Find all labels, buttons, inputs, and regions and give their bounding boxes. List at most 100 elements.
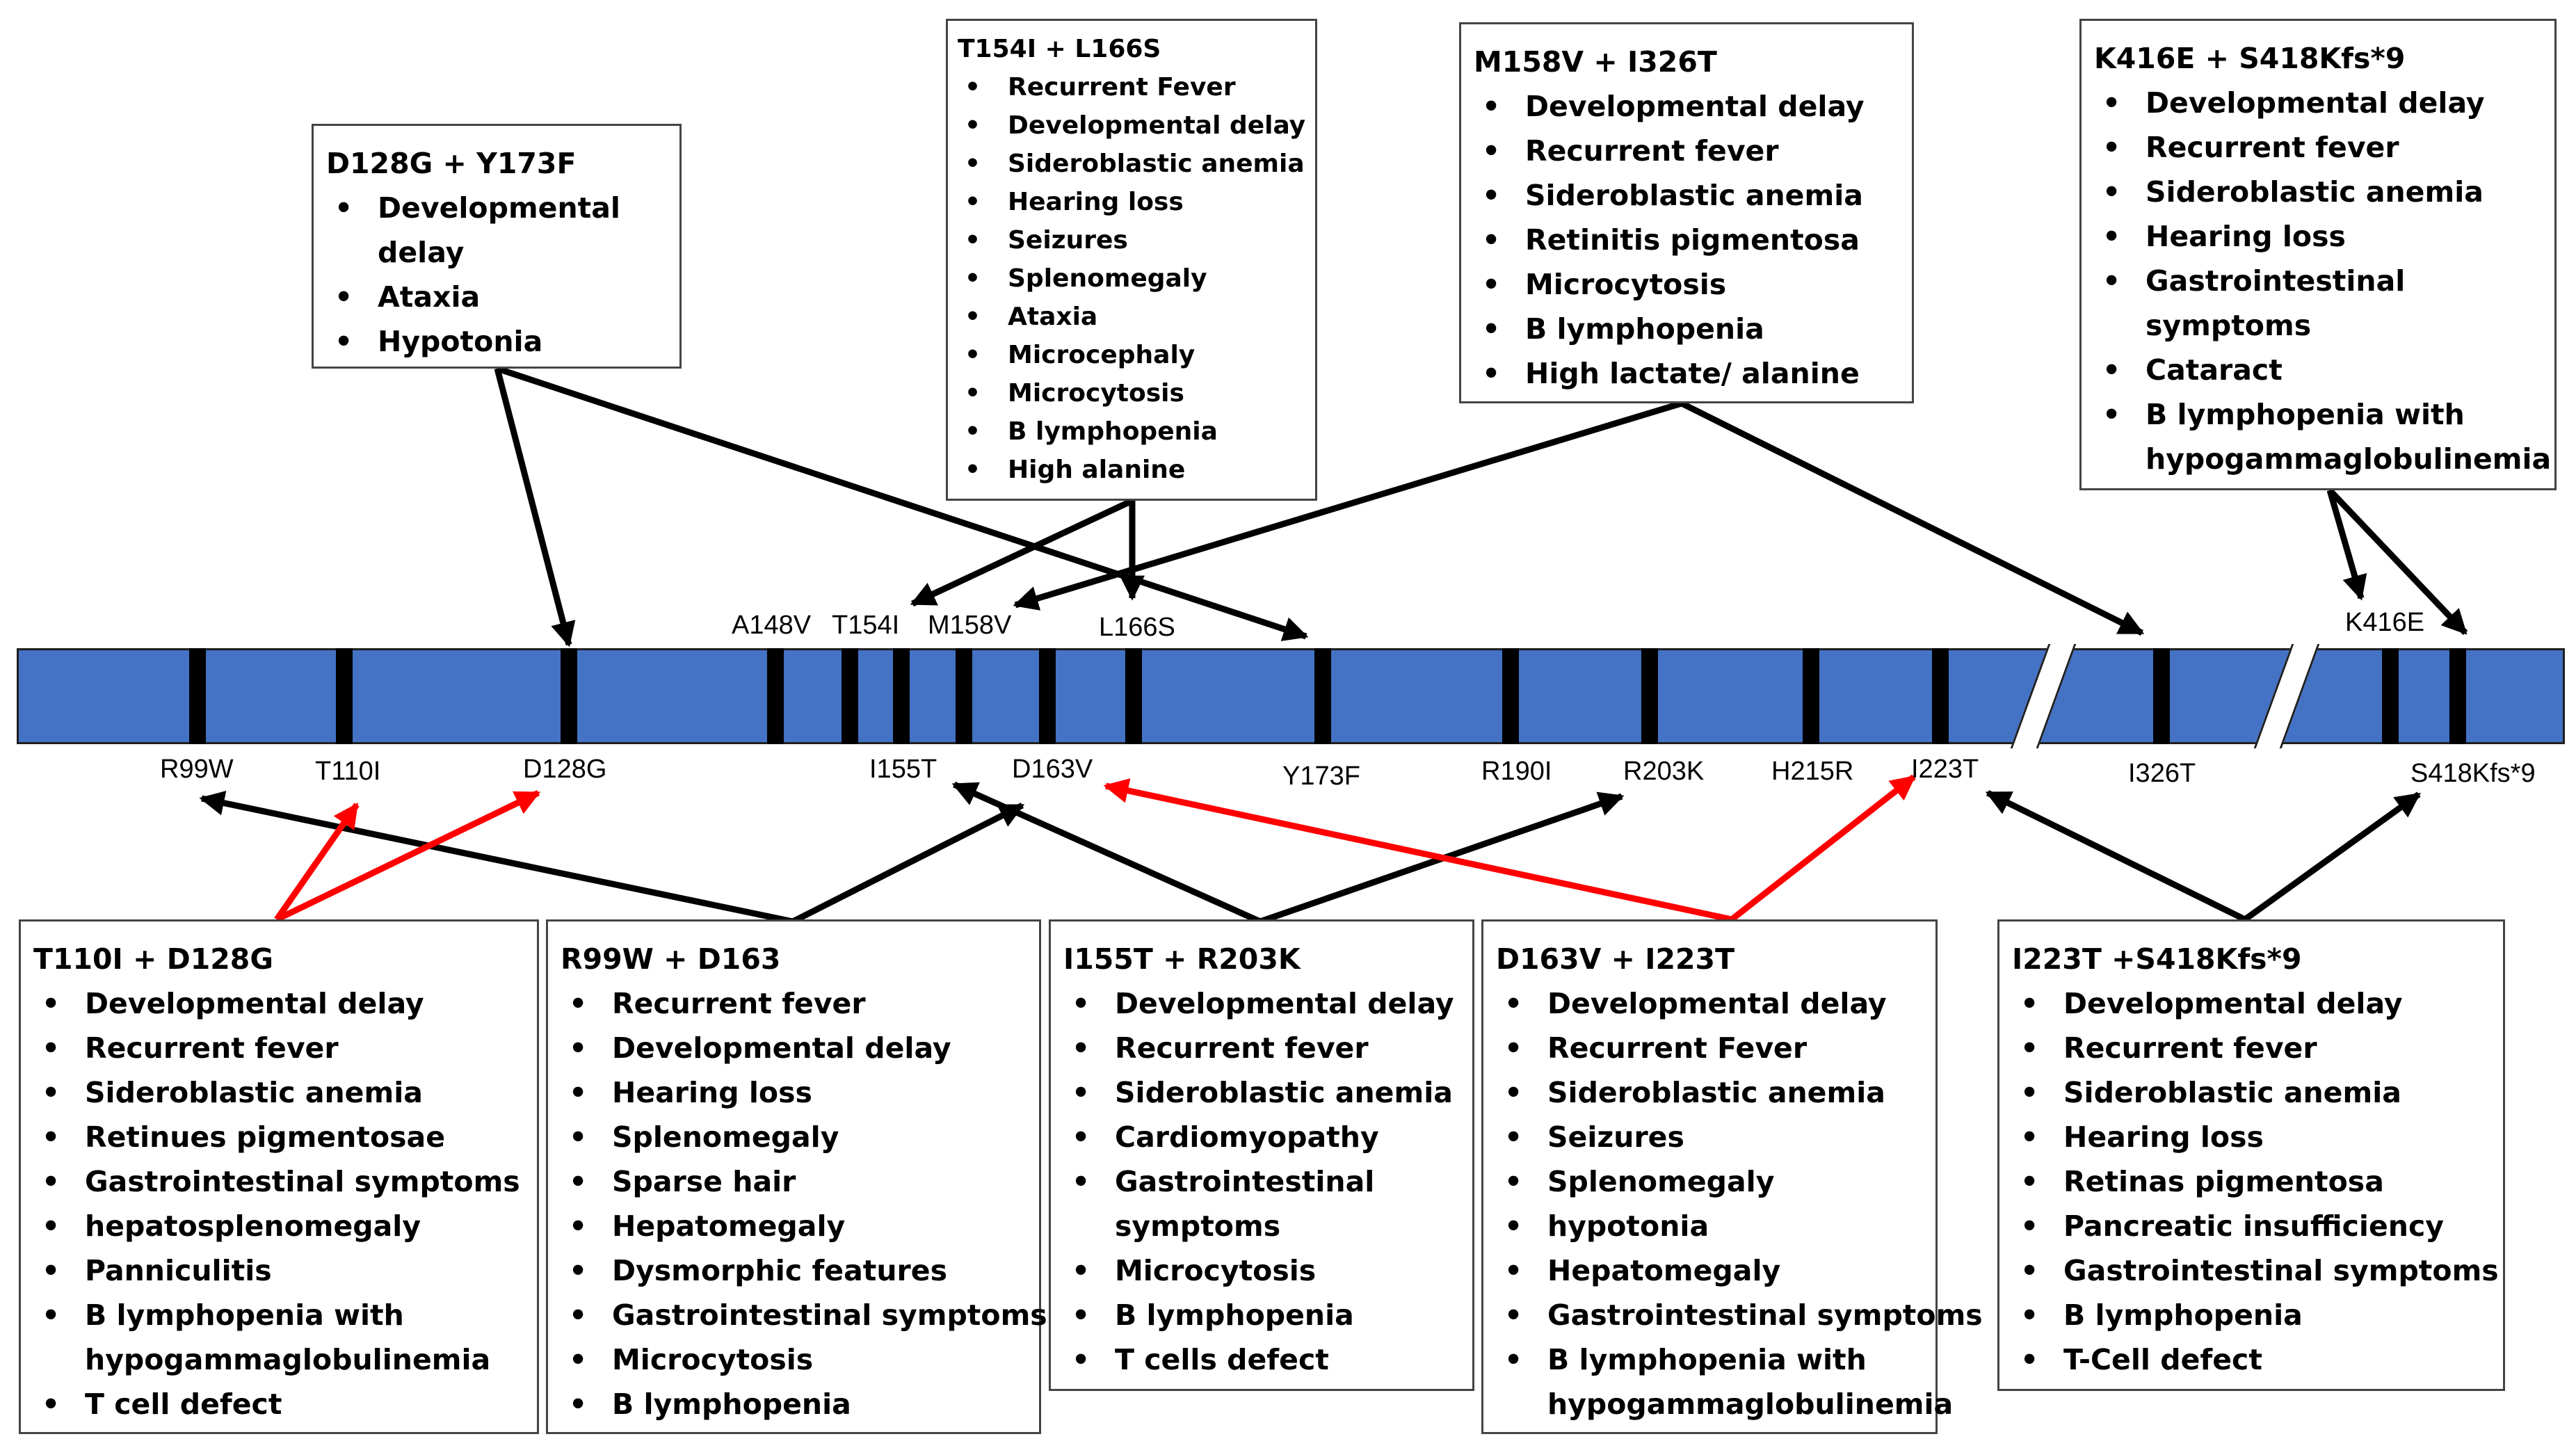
variant-marker: [956, 648, 972, 744]
variant-label-a148v: A148V: [732, 611, 812, 640]
phenotype-box-r99w-d163: R99W + D163 Recurrent feverDevelopmental…: [546, 919, 1047, 1434]
variant-label-h215r: H215R: [1771, 757, 1854, 786]
phenotype-item: Microcytosis: [1474, 262, 1912, 307]
phenotype-item: Retinues pigmentosae: [33, 1115, 537, 1159]
arrow-k416e-s418kfs9-to-k416e: [2326, 489, 2367, 601]
phenotype-item: Hearing loss: [958, 183, 1315, 221]
phenotype-item: Hypotonia: [326, 319, 679, 364]
variant-marker: [1932, 648, 1949, 744]
phenotype-item: B lymphopenia with: [2094, 392, 2554, 437]
phenotype-item: Developmental delay: [958, 106, 1315, 145]
phenotype-list: Developmental delayAtaxiaHypotonia: [326, 186, 679, 364]
phenotype-item: hypogammaglobulinemia: [1547, 1387, 1954, 1421]
variant-label-d163v: D163V: [1012, 755, 1093, 784]
phenotype-item: symptoms: [1115, 1209, 1281, 1243]
phenotype-item: Splenomegaly: [958, 259, 1315, 298]
phenotype-item: hypogammaglobulinemia: [85, 1343, 491, 1376]
phenotype-item: Hepatomegaly: [561, 1204, 1039, 1248]
phenotype-list: Developmental delayRecurrent feverSidero…: [2012, 981, 2503, 1382]
phenotype-item: Sideroblastic anemia: [1496, 1070, 1935, 1115]
phenotype-item: Developmental delay: [33, 981, 537, 1026]
variant-marker: [2382, 648, 2399, 744]
variant-label-l166s: L166S: [1099, 613, 1175, 642]
phenotype-item: symptoms: [2146, 309, 2312, 342]
phenotype-item: High lactate/ alanine: [1474, 351, 1912, 396]
protein-bar: [17, 648, 2565, 744]
phenotype-item: Developmental delay: [1063, 981, 1472, 1026]
phenotype-item: Gastrointestinal: [2094, 259, 2554, 303]
variant-marker: [893, 648, 910, 744]
arrow-t154i-l166s-to-t154i: [910, 497, 1134, 607]
variant-marker: [1125, 648, 1142, 744]
phenotype-item: Seizures: [958, 221, 1315, 259]
phenotype-item: T cells defect: [1063, 1337, 1472, 1382]
phenotype-item: Developmental delay: [1496, 981, 1935, 1026]
phenotype-item: Recurrent fever: [2094, 125, 2554, 170]
phenotype-item: Microcephaly: [958, 336, 1315, 374]
phenotype-item: Recurrent fever: [2012, 1026, 2503, 1070]
phenotype-box-d163v-i223t: D163V + I223T Developmental delayRecurre…: [1481, 919, 1983, 1434]
arrow-d163v-i223t-to-d163v: [1103, 778, 1732, 923]
phenotype-item: B lymphopenia: [561, 1382, 1039, 1426]
phenotype-list: Developmental delayRecurrent feverSidero…: [33, 981, 537, 1426]
arrow-k416e-s418kfs9-to-s418kfs9: [2327, 488, 2468, 636]
variant-label-i326t: I326T: [2128, 759, 2196, 788]
variant-marker: [1039, 648, 1056, 744]
phenotype-item: Cataract: [2094, 348, 2554, 392]
variant-marker: [842, 648, 858, 744]
phenotype-item: Pancreatic insufficiency: [2012, 1204, 2503, 1248]
phenotype-item: Developmental delay: [1474, 84, 1912, 129]
box-title: I223T +S418Kfs*9: [2012, 942, 2302, 976]
phenotype-item: Recurrent Fever: [1496, 1026, 1935, 1070]
box-title: T110I + D128G: [33, 942, 273, 976]
box-title: D128G + Y173F: [326, 147, 577, 180]
phenotype-item: Retinitis pigmentosa: [1474, 218, 1912, 262]
phenotype-item: Sparse hair: [561, 1159, 1039, 1204]
phenotype-box-i223t-s418kfs9: I223T +S418Kfs*9 Developmental delayRecu…: [1997, 919, 2505, 1391]
variant-marker: [561, 648, 577, 744]
arrow-m158v-i326t-to-i326t: [1680, 400, 2145, 636]
phenotype-item: Sideroblastic anemia: [1474, 173, 1912, 218]
box-title: K416E + S418Kfs*9: [2094, 42, 2406, 75]
variant-label-t110i: T110I: [315, 757, 381, 786]
phenotype-item: hypotonia: [1496, 1204, 1935, 1248]
variant-label-r203k: R203K: [1623, 757, 1705, 786]
phenotype-item: Microcytosis: [958, 374, 1315, 412]
phenotype-item: Sideroblastic anemia: [2094, 170, 2554, 214]
arrow-d128g-y173f-to-y173f: [496, 365, 1309, 641]
phenotype-item: B lymphopenia with: [33, 1293, 537, 1337]
variant-label-s418kfs9: S418Kfs*9: [2410, 759, 2536, 788]
phenotype-item: hepatosplenomegaly: [33, 1204, 537, 1248]
phenotype-item: Retinas pigmentosa: [2012, 1159, 2503, 1204]
phenotype-item: Developmental delay: [561, 1026, 1039, 1070]
phenotype-box-m158v-i326t: M158V + I326T Developmental delayRecurre…: [1459, 22, 1914, 403]
phenotype-item: Recurrent Fever: [958, 68, 1315, 106]
phenotype-item: Ataxia: [326, 275, 679, 319]
variant-marker: [2153, 648, 2170, 744]
arrow-r99w-d163-to-r99w: [199, 790, 794, 925]
variant-label-i223t: I223T: [1911, 755, 1979, 784]
box-title: I155T + R203K: [1063, 942, 1301, 976]
phenotype-item: Sideroblastic anemia: [2012, 1070, 2503, 1115]
phenotype-list: Recurrent feverDevelopmental delayHearin…: [561, 981, 1047, 1426]
variant-marker: [1314, 648, 1331, 744]
arrow-i223t-s418kfs9-to-s418kfs9: [2243, 791, 2421, 922]
phenotype-item: Dysmorphic features: [561, 1248, 1039, 1293]
phenotype-item: delay: [378, 236, 465, 269]
phenotype-item: Hearing loss: [561, 1070, 1039, 1115]
phenotype-item: Developmental delay: [2012, 981, 2503, 1026]
phenotype-item: Developmental delay: [2094, 81, 2554, 125]
phenotype-item: Splenomegaly: [1496, 1159, 1935, 1204]
variant-label-r190i: R190I: [1481, 757, 1552, 786]
arrow-i155t-r203k-to-i155t: [951, 781, 1262, 925]
arrow-d128g-y173f-to-d128g: [494, 367, 576, 647]
variant-label-y173f: Y173F: [1282, 762, 1360, 791]
variant-label-r99w: R99W: [160, 755, 234, 784]
arrow-m158v-i326t-to-m158v: [1013, 400, 1683, 611]
phenotype-box-d128g-y173f: D128G + Y173F Developmental delayAtaxiaHy…: [312, 124, 682, 369]
phenotype-box-t110i-d128g: T110I + D128G Developmental delayRecurre…: [19, 919, 539, 1434]
phenotype-item: Developmental: [326, 186, 679, 230]
phenotype-item: Hearing loss: [2012, 1115, 2503, 1159]
